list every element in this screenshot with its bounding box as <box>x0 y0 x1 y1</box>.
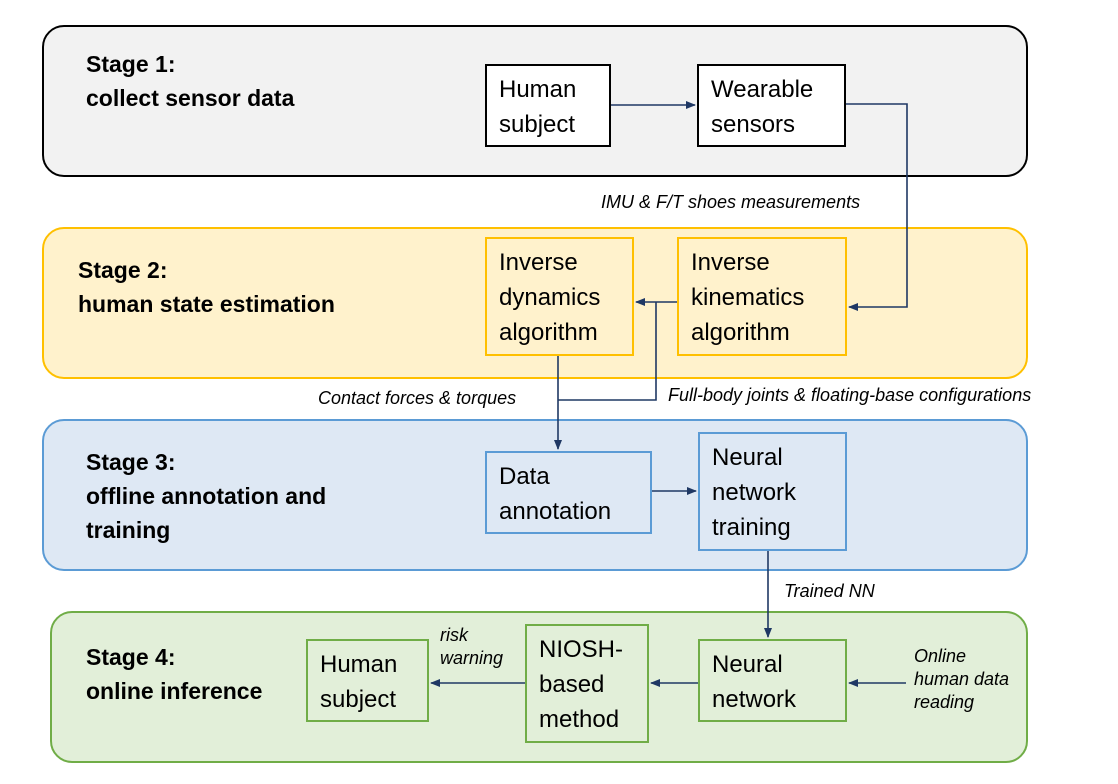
human-subject-box: Human subject <box>485 64 611 147</box>
label-line: human data <box>914 669 1010 689</box>
risk-warning-label: risk warning <box>440 624 503 670</box>
stage-2-title: Stage 2: human state estimation <box>78 253 335 321</box>
box-text-line: Human <box>320 651 398 678</box>
stage-3-title-line: Stage 3: <box>86 449 176 475</box>
box-text-line: method <box>539 706 620 733</box>
box-text-line: NIOSH- <box>539 636 623 663</box>
box-text-line: annotation <box>499 498 612 525</box>
stage-4-title-line: Stage 4: <box>86 644 176 670</box>
trained-nn-label: Trained NN <box>784 581 875 601</box>
contact-forces-label: Contact forces & torques <box>318 388 517 408</box>
inverse-dynamics-box: Inverse dynamics algorithm <box>485 237 634 356</box>
box-text-line: Inverse <box>499 249 578 276</box>
box-text-line: Wearable <box>711 76 814 103</box>
label-line: reading <box>914 692 975 712</box>
box-text-line: network <box>712 479 797 506</box>
stage-3-title-line: offline annotation and <box>86 483 327 509</box>
arrow-ik-to-annotation <box>558 302 657 401</box>
arrow-sensors-to-ik <box>846 103 908 311</box>
imu-measurements-label: IMU & F/T shoes measurements <box>601 192 861 212</box>
box-text-line: subject <box>499 111 576 138</box>
box-text-line: kinematics <box>691 284 805 311</box>
human-subject-output-box: Human subject <box>306 639 429 722</box>
inverse-kinematics-box: Inverse kinematics algorithm <box>677 237 847 356</box>
label-line: warning <box>440 648 504 668</box>
box-text-line: network <box>712 686 797 713</box>
box-text-line: sensors <box>711 111 796 138</box>
box-text-line: Inverse <box>691 249 770 276</box>
box-text-line: Human <box>499 76 577 103</box>
box-text-line: Neural <box>712 651 783 678</box>
neural-network-box: Neural network <box>698 639 847 722</box>
box-text-line: Neural <box>712 444 783 471</box>
stage-4-title-line: online inference <box>86 678 263 704</box>
box-text-line: Data <box>499 463 550 490</box>
niosh-method-box: NIOSH- based method <box>525 624 649 743</box>
stage-3-title-line: training <box>86 517 171 543</box>
stage-1-title-line: collect sensor data <box>86 85 295 111</box>
wearable-sensors-box: Wearable sensors <box>697 64 846 147</box>
stage-1-title: Stage 1: collect sensor data <box>86 47 294 115</box>
stage-3-title: Stage 3: offline annotation and training <box>86 445 326 547</box>
stage-4-title: Stage 4: online inference <box>86 640 262 708</box>
label-line: risk <box>440 625 468 645</box>
box-text-line: algorithm <box>499 319 598 346</box>
stage-1-title-line: Stage 1: <box>86 51 176 77</box>
stage-2-title-line: Stage 2: <box>78 257 168 283</box>
online-reading-label: Online human data reading <box>914 645 1009 714</box>
stage-2-title-line: human state estimation <box>78 291 335 317</box>
label-line: Online <box>914 646 967 666</box>
box-text-line: training <box>712 514 791 541</box>
box-text-line: subject <box>320 686 397 713</box>
box-text-line: based <box>539 671 605 698</box>
box-text-line: dynamics <box>499 284 601 311</box>
data-annotation-box: Data annotation <box>485 451 652 534</box>
box-text-line: algorithm <box>691 319 790 346</box>
nn-training-box: Neural network training <box>698 432 847 551</box>
fullbody-joints-label: Full-body joints & floating-base configu… <box>668 385 1032 405</box>
